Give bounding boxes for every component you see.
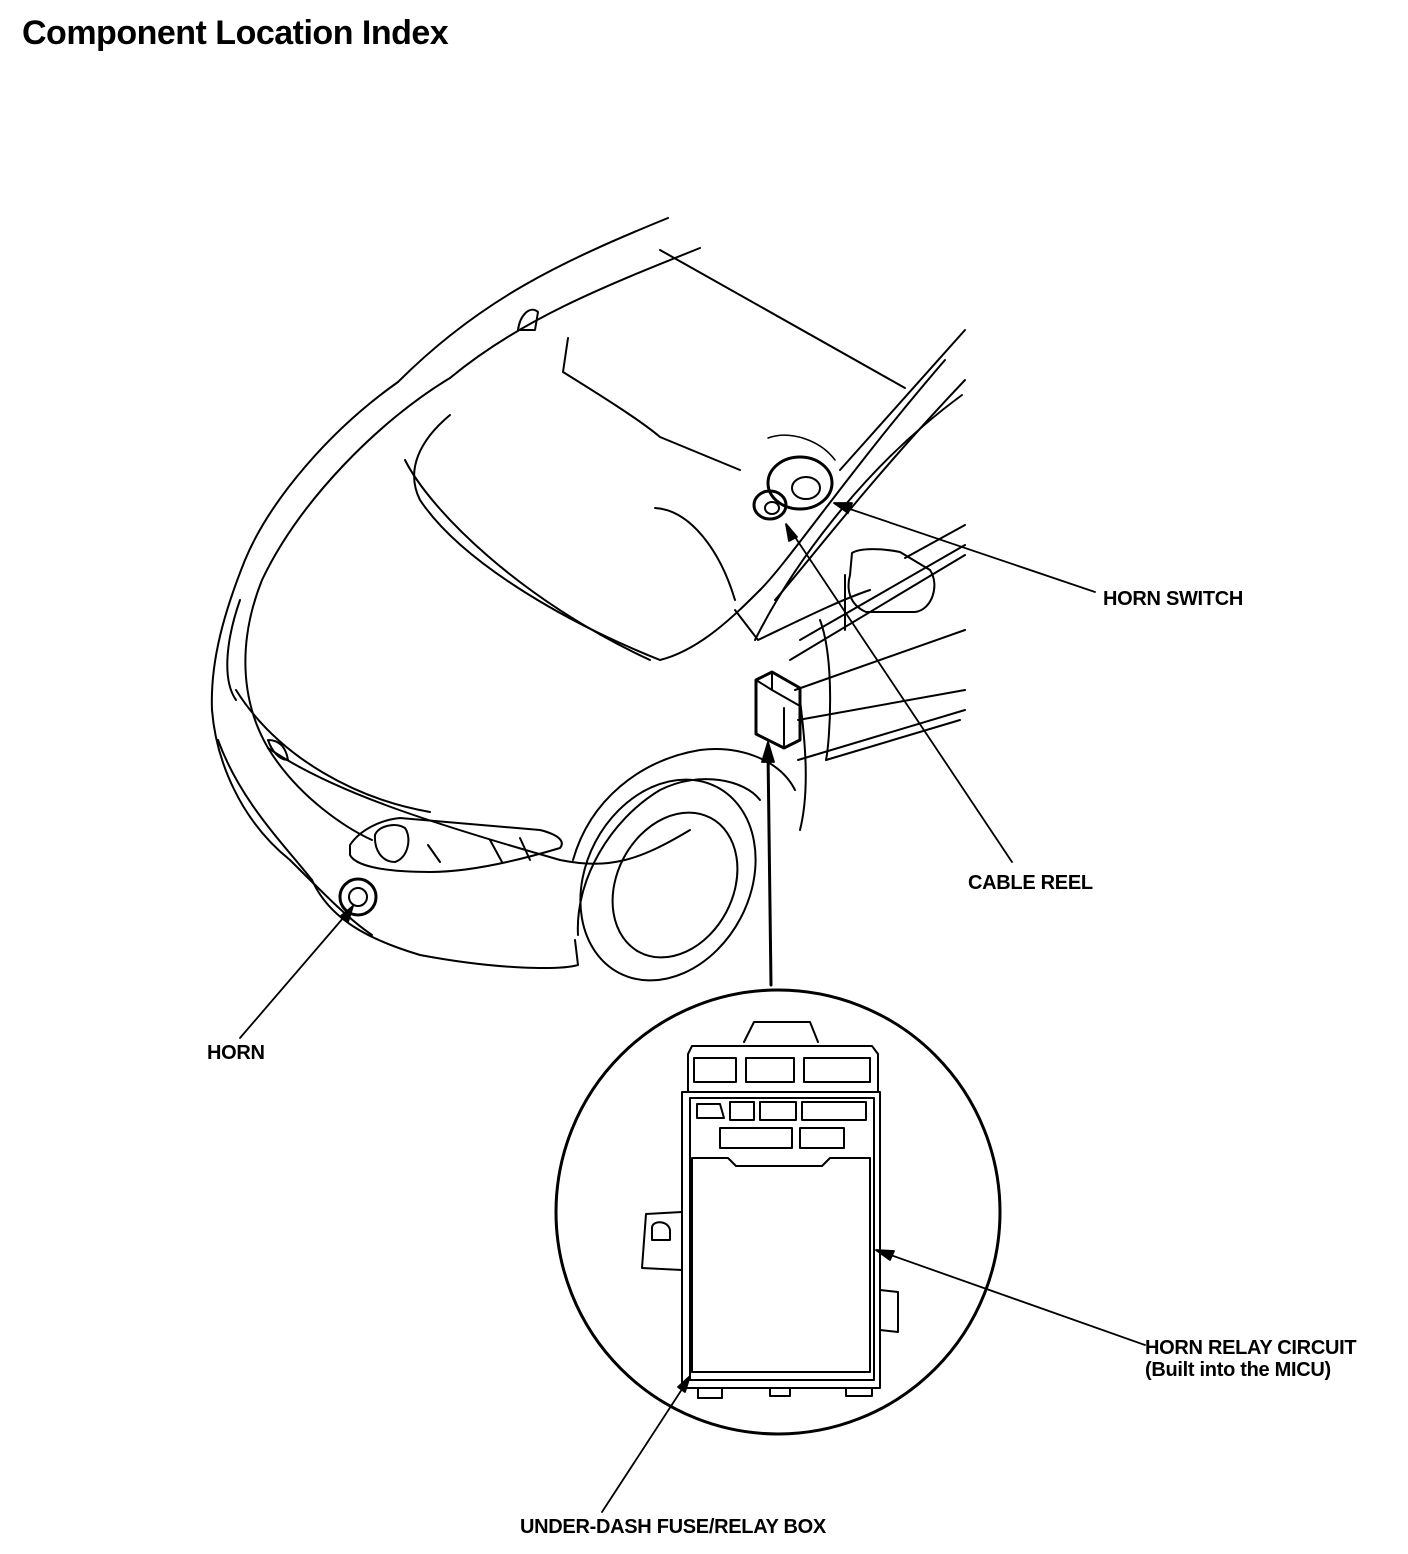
detail-zoom-circle xyxy=(556,990,1000,1434)
cable-reel-label: CABLE REEL xyxy=(968,872,1093,894)
horn-switch-label: HORN SWITCH xyxy=(1103,588,1244,610)
horn-relay-circuit-note: (Built into the MICU) xyxy=(1145,1359,1331,1381)
under-dash-fuse-relay-box xyxy=(642,1022,898,1398)
cable-reel-icon xyxy=(754,491,786,519)
horn-label: HORN xyxy=(207,1042,265,1064)
horn-switch-icon xyxy=(768,435,835,509)
under-dash-fuse-relay-box-label: UNDER-DASH FUSE/RELAY BOX xyxy=(520,1516,826,1538)
car-outline xyxy=(212,218,965,1011)
fuse-box-location-icon xyxy=(756,672,800,748)
horn-relay-circuit-label: HORN RELAY CIRCUIT xyxy=(1145,1337,1357,1359)
horn-icon xyxy=(340,879,376,915)
leader-lines xyxy=(240,503,1145,1512)
page-title: Component Location Index xyxy=(22,14,449,52)
